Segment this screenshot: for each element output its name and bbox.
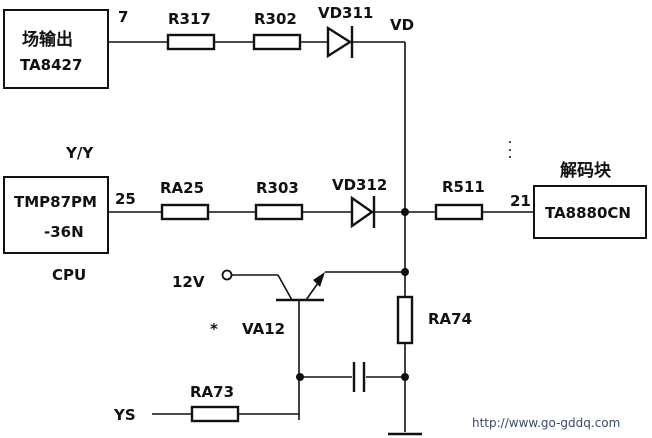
vd312-label: VD312 bbox=[332, 176, 387, 194]
emitter-arrow bbox=[313, 272, 325, 287]
vd311-label: VD311 bbox=[318, 4, 373, 22]
cpu-top-label: Y/Y bbox=[65, 144, 94, 162]
r511-label: R511 bbox=[442, 178, 485, 196]
pin-25-label: 25 bbox=[115, 190, 136, 208]
cpu-chip-line1: TMP87PM bbox=[14, 193, 97, 211]
ys-label: YS bbox=[113, 406, 136, 424]
junction-dot bbox=[401, 268, 409, 276]
decoder-caption: 解码块 bbox=[560, 160, 612, 181]
speck bbox=[509, 149, 511, 151]
supply-terminal bbox=[221, 269, 233, 281]
field-output-label: 场输出 bbox=[22, 29, 73, 50]
junction-dot bbox=[401, 373, 409, 381]
watermark: http://www.go-gddq.com bbox=[472, 416, 620, 430]
transistor-label: VA12 bbox=[242, 320, 285, 338]
cpu-block bbox=[3, 176, 109, 254]
r302-label: R302 bbox=[254, 10, 297, 28]
speck bbox=[509, 156, 511, 158]
pin-7-label: 7 bbox=[118, 8, 128, 26]
resistor-r302 bbox=[252, 33, 302, 51]
transistor-collector bbox=[277, 274, 293, 301]
resistor-r511 bbox=[434, 203, 484, 221]
decoder-block bbox=[533, 185, 647, 239]
field-output-chip: TA8427 bbox=[20, 56, 82, 74]
supply-label: 12V bbox=[172, 273, 205, 291]
cpu-chip-line2: -36N bbox=[44, 223, 84, 241]
r303-label: R303 bbox=[256, 179, 299, 197]
speck bbox=[509, 141, 511, 143]
ra25-label: RA25 bbox=[160, 179, 204, 197]
ra74-label: RA74 bbox=[428, 310, 472, 328]
cpu-caption: CPU bbox=[52, 266, 86, 284]
resistor-ra73 bbox=[190, 405, 240, 423]
diode-vd311 bbox=[326, 25, 353, 59]
diode-vd312 bbox=[350, 195, 375, 229]
transistor-mark: * bbox=[210, 320, 218, 338]
decoder-chip: TA8880CN bbox=[545, 204, 631, 222]
field-output-block bbox=[3, 9, 109, 89]
pin-21-label: 21 bbox=[510, 192, 531, 210]
ra73-label: RA73 bbox=[190, 383, 234, 401]
r317-label: R317 bbox=[168, 10, 211, 28]
resistor-r303 bbox=[254, 203, 304, 221]
junction-dot bbox=[401, 208, 409, 216]
resistor-r317 bbox=[166, 33, 216, 51]
resistor-ra74 bbox=[396, 295, 414, 345]
resistor-ra25 bbox=[160, 203, 210, 221]
vd-node-label: VD bbox=[390, 16, 414, 34]
